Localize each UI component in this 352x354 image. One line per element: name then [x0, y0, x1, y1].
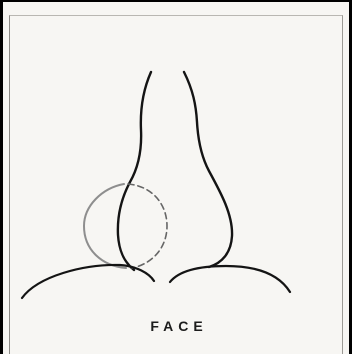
nostril-circle-solid-arc: [84, 184, 126, 268]
nose-right-contour: [184, 72, 232, 267]
nose-left-contour: [118, 72, 151, 270]
right-cheek-curve: [170, 266, 290, 292]
nostril-circle-dashed-arc: [128, 184, 167, 268]
figure-caption: FACE: [0, 318, 352, 334]
